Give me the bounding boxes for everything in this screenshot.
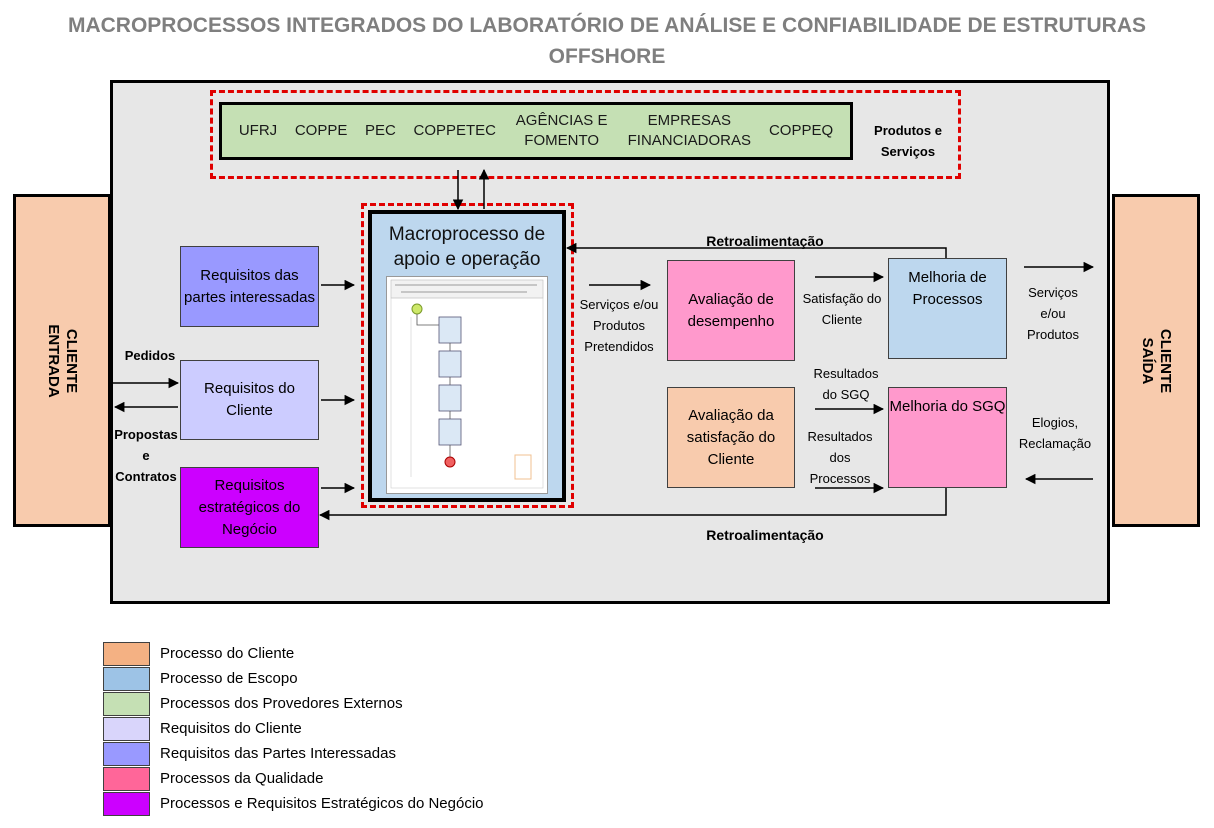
melhoria-sgq-box: Melhoria do SGQ [888, 387, 1007, 488]
provider-coppetec: COPPETEC [413, 122, 496, 139]
providers-box: UFRJ COPPE PEC COPPETEC AGÊNCIAS E FOMEN… [219, 102, 853, 160]
legend-swatch-4 [103, 742, 150, 766]
client-saida-box: CLIENTE SAÍDA [1112, 194, 1200, 527]
client-entrada-box: CLIENTE ENTRADA [13, 194, 111, 527]
resultados-processos-label: Resultados dos Processos [807, 429, 873, 486]
retro-bottom-label: Retroalimentação [706, 527, 824, 543]
melhoria-processos-box: Melhoria de Processos [888, 258, 1007, 359]
propostas-label: Propostas e Contratos [114, 427, 178, 484]
provider-ufrj: UFRJ [238, 122, 278, 139]
page-title: MACROPROCESSOS INTEGRADOS DO LABORATÓRIO… [0, 10, 1214, 72]
servicos-pretendidos-label: Serviços e/ou Produtos Pretendidos [579, 297, 659, 354]
macro-process-box: Macroprocesso de apoio e operação [368, 210, 566, 502]
retro-top-label: Retroalimentação [706, 233, 824, 249]
legend-label-4: Requisitos das Partes Interessadas [160, 745, 396, 762]
provider-coppe: COPPE [294, 122, 348, 139]
elogios-label: Elogios, Reclamação [1018, 415, 1092, 451]
req-partes-box: Requisitos das partes interessadas [180, 246, 319, 327]
provider-agencias: AGÊNCIAS E FOMENTO [515, 112, 608, 149]
providers-dashed-frame [210, 90, 961, 179]
aval-satisfacao-box: Avaliação da satisfação do Cliente [667, 387, 795, 488]
provider-coppeq: COPPEQ [768, 122, 834, 139]
pedidos-label: Pedidos [124, 348, 176, 363]
legend-label-6: Processos e Requisitos Estratégicos do N… [160, 795, 484, 812]
provider-empresas: EMPRESAS FINANCIADORAS [627, 112, 751, 149]
aval-desempenho-box: Avaliação de desempenho [667, 260, 795, 361]
macro-dashed-frame [361, 203, 574, 508]
title-line-1: MACROPROCESSOS INTEGRADOS DO LABORATÓRIO… [67, 14, 1147, 37]
legend-swatch-2 [103, 692, 150, 716]
legend-swatch-3 [103, 717, 150, 741]
resultados-sgq-label: Resultados do SGQ [813, 366, 879, 402]
arrow-retro-bottom [318, 488, 947, 521]
legend-swatch-6 [103, 792, 150, 816]
legend-swatch-5 [103, 767, 150, 791]
req-cliente-box: Requisitos do Cliente [180, 360, 319, 440]
req-estrategicos-box: Requisitos estratégicos do Negócio [180, 467, 319, 548]
legend-label-0: Processo do Cliente [160, 645, 295, 662]
legend-label-3: Requisitos do Cliente [160, 720, 302, 737]
title-line-2: OFFSHORE [548, 45, 666, 68]
legend-swatch-1 [103, 667, 150, 691]
process-flow-thumbnail [386, 276, 548, 494]
flow-diagram-icon [390, 279, 544, 489]
servicos-produtos-label: Serviços e/ou Produtos [1026, 285, 1080, 342]
arrow-retro-top [565, 242, 947, 258]
products-services-label: Produtos e Serviços [874, 123, 942, 159]
provider-pec: PEC [364, 122, 396, 139]
satisfacao-cliente-label: Satisfação do Cliente [802, 291, 882, 327]
legend-swatch-0 [103, 642, 150, 666]
legend-label-1: Processo de Escopo [160, 670, 298, 687]
macro-process-title: Macroprocesso de apoio e operação [388, 224, 546, 270]
legend-label-5: Processos da Qualidade [160, 770, 324, 787]
legend-label-2: Processos dos Provedores Externos [160, 695, 403, 712]
